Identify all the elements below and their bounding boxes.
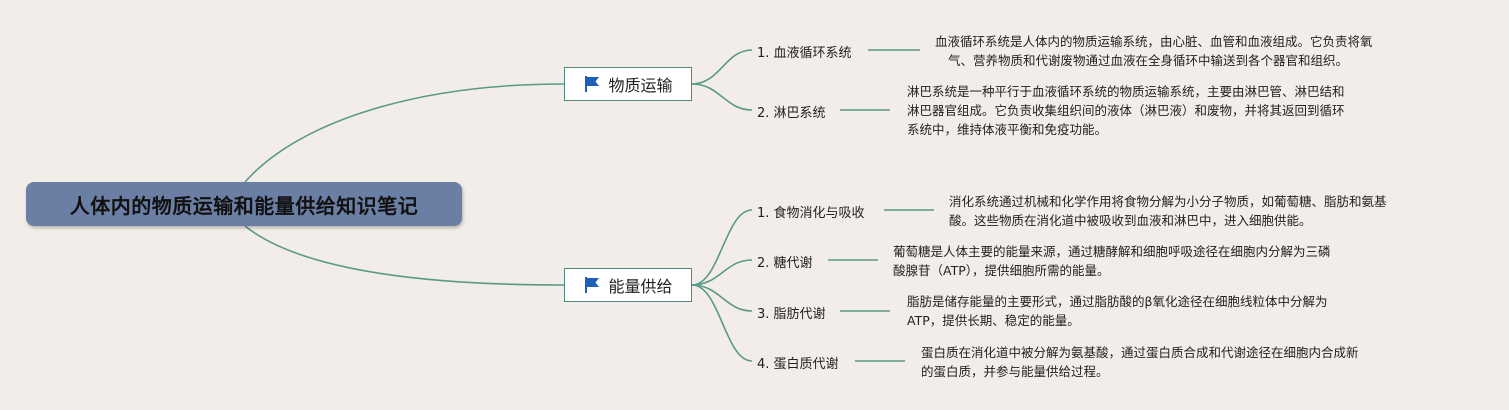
link-root-energy xyxy=(244,225,565,286)
flag-icon xyxy=(585,76,600,92)
note-digestion: 消化系统通过机械和化学作用将食物分解为小分子物质，如葡萄糖、脂肪和氨基 酸。这些… xyxy=(949,192,1387,230)
root-title: 人体内的物质运输和能量供给知识笔记 xyxy=(69,193,419,218)
link-transport-2 xyxy=(691,83,753,111)
note-line: 淋巴器官组成。它负责收集组织间的液体（淋巴液）和废物，并将其返回到循环 xyxy=(907,103,1345,118)
note-line: 系统中，维持体液平衡和免疫功能。 xyxy=(907,122,1108,137)
note-lymph-system: 淋巴系统是一种平行于血液循环系统的物质运输系统，主要由淋巴管、淋巴结和 淋巴器官… xyxy=(907,82,1345,139)
link-energy-3 xyxy=(691,284,753,312)
note-line: ATP，提供长期、稳定的能量。 xyxy=(907,313,1080,328)
subtopic-sugar-metabolism[interactable]: 2. 糖代谢 xyxy=(757,256,813,271)
root-topic[interactable]: 人体内的物质运输和能量供给知识笔记 xyxy=(26,182,462,226)
topic-label: 能量供给 xyxy=(608,277,673,296)
link-root-transport xyxy=(244,83,565,183)
note-line: 淋巴系统是一种平行于血液循环系统的物质运输系统，主要由淋巴管、淋巴结和 xyxy=(907,84,1345,99)
note-line: 的蛋白质，并参与能量供给过程。 xyxy=(921,364,1109,379)
note-blood-circulation: 血液循环系统是人体内的物质运输系统，由心脏、血管和血液组成。它负责将氧 气、营养… xyxy=(935,32,1373,70)
note-line: 血液循环系统是人体内的物质运输系统，由心脏、血管和血液组成。它负责将氧 xyxy=(935,34,1373,49)
link-transport-1 xyxy=(691,49,753,85)
subtopic-protein-metabolism[interactable]: 4. 蛋白质代谢 xyxy=(757,357,839,372)
note-line: 消化系统通过机械和化学作用将食物分解为小分子物质，如葡萄糖、脂肪和氨基 xyxy=(949,194,1387,209)
note-line: 气、营养物质和代谢废物通过血液在全身循环中输送到各个器官和组织。 xyxy=(948,53,1349,68)
link-energy-2 xyxy=(691,259,753,286)
note-line: 葡萄糖是人体主要的能量来源，通过糖酵解和细胞呼吸途径在细胞内分解为三磷 xyxy=(893,244,1331,259)
flag-icon xyxy=(585,277,600,293)
note-sugar-metabolism: 葡萄糖是人体主要的能量来源，通过糖酵解和细胞呼吸途径在细胞内分解为三磷 酸腺苷（… xyxy=(893,242,1331,280)
note-line: 脂肪是储存能量的主要形式，通过脂肪酸的β氧化途径在细胞线粒体中分解为 xyxy=(907,294,1328,309)
topic-transport[interactable]: 物质运输 xyxy=(564,67,692,101)
note-line: 酸。这些物质在消化道中被吸收到血液和淋巴中，进入细胞供能。 xyxy=(949,213,1312,228)
subtopic-digestion[interactable]: 1. 食物消化与吸收 xyxy=(757,206,865,221)
subtopic-blood-circulation[interactable]: 1. 血液循环系统 xyxy=(757,46,852,61)
topic-energy[interactable]: 能量供给 xyxy=(564,268,692,302)
topic-label: 物质运输 xyxy=(608,76,673,95)
link-energy-4 xyxy=(691,284,753,362)
note-protein-metabolism: 蛋白质在消化道中被分解为氨基酸，通过蛋白质合成和代谢途径在细胞内合成新 的蛋白质… xyxy=(921,343,1359,381)
link-energy-1 xyxy=(691,209,753,286)
note-line: 蛋白质在消化道中被分解为氨基酸，通过蛋白质合成和代谢途径在细胞内合成新 xyxy=(921,345,1359,360)
note-line: 酸腺苷（ATP），提供细胞所需的能量。 xyxy=(893,263,1110,278)
note-fat-metabolism: 脂肪是储存能量的主要形式，通过脂肪酸的β氧化途径在细胞线粒体中分解为 ATP，提… xyxy=(907,292,1327,330)
subtopic-lymph-system[interactable]: 2. 淋巴系统 xyxy=(757,106,826,121)
subtopic-fat-metabolism[interactable]: 3. 脂肪代谢 xyxy=(757,307,826,322)
